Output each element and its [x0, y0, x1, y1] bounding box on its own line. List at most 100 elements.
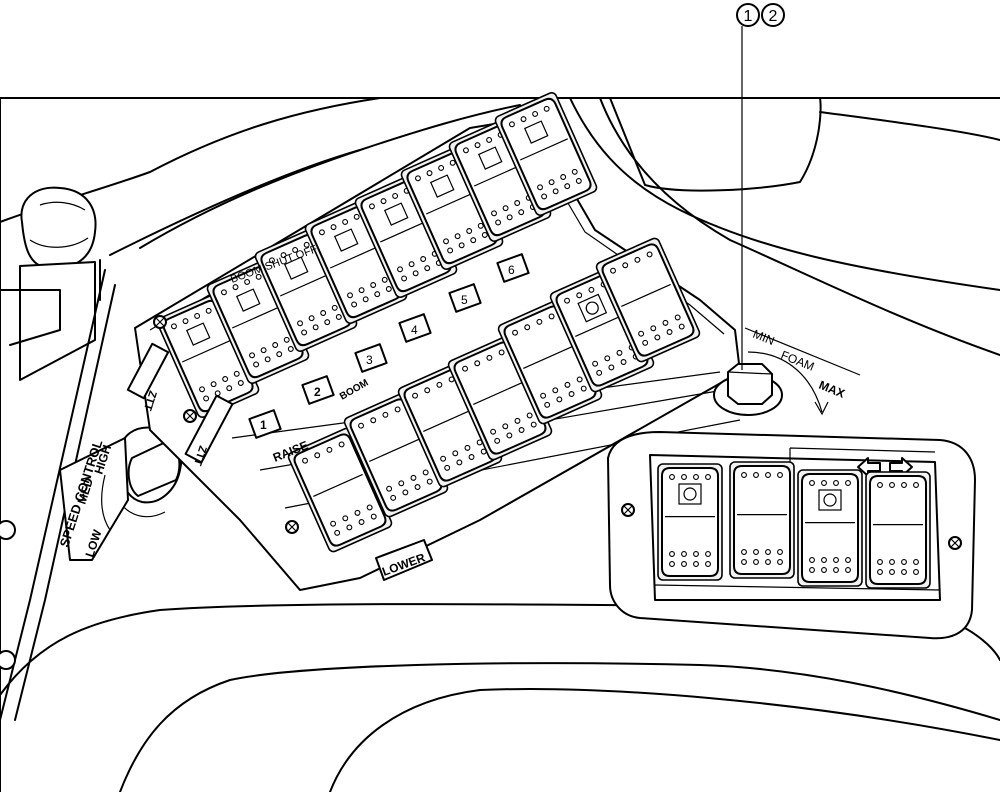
left-rail: [0, 269, 106, 721]
switch-indicator-dot: [604, 355, 611, 362]
switch-indicator-dot: [426, 170, 433, 177]
switch-indicator-dot: [556, 396, 563, 403]
switch-indicator-dot: [438, 165, 445, 171]
switch-indicator-dot: [506, 432, 513, 439]
rocker-switch[interactable]: [497, 299, 603, 425]
switch-indicator-dot: [319, 229, 325, 236]
switch-indicator-dot: [249, 352, 255, 359]
switch-indicator-dot: [705, 561, 711, 567]
switch-indicator-dot: [541, 193, 548, 200]
rocker-switch[interactable]: [254, 227, 358, 353]
switch-indicator-dot: [537, 184, 543, 191]
switch-indicator-dot: [650, 325, 657, 332]
switch-indicator-dot: [913, 559, 919, 565]
switch-number-2: 2: [314, 385, 321, 399]
switch-indicator-dot: [402, 489, 409, 496]
switch-indicator-dot: [452, 450, 459, 457]
switch-indicator-dot: [646, 251, 653, 258]
switch-indicator-dot: [564, 183, 571, 190]
switch-indicator-dot: [809, 480, 815, 486]
switch-indicator-dot: [456, 459, 463, 466]
console-contour: [609, 97, 822, 192]
foam-knob[interactable]: [713, 363, 783, 416]
rocker-switch[interactable]: [287, 427, 393, 553]
switch-symbol-icon: [333, 228, 359, 252]
switch-indicator-dot: [301, 329, 308, 336]
switch-indicator-dot: [214, 390, 221, 397]
switch-indicator-dot: [394, 406, 401, 413]
switch-indicator-dot: [463, 147, 469, 154]
rocker-switch[interactable]: [797, 469, 863, 587]
rocker-switch[interactable]: [397, 362, 503, 488]
rocker-switch[interactable]: [304, 199, 408, 325]
switch-indicator-dot: [237, 380, 244, 386]
switch-symbol-icon: [429, 174, 455, 198]
switch-indicator-dot: [580, 385, 587, 392]
rocker-switch[interactable]: [354, 173, 458, 299]
switch-indicator-dot: [877, 559, 883, 565]
rocker-switch[interactable]: [494, 91, 598, 217]
rocker-switch[interactable]: [657, 463, 723, 581]
switch-indicator-dot: [297, 320, 303, 327]
switch-indicator-dot: [833, 480, 839, 486]
switch-indicator-dot: [845, 557, 851, 563]
switch-indicator-dot: [412, 392, 419, 399]
switch-indicator-dot: [877, 482, 883, 488]
switch-indicator-dot: [320, 310, 327, 316]
switch-indicator-dot: [753, 549, 759, 555]
switch-indicator-dot: [821, 480, 827, 486]
rail-bolt: [0, 650, 16, 670]
right-switch-row: [657, 461, 931, 589]
switch-indicator-dot: [548, 313, 555, 320]
switch-indicator-dot: [552, 188, 559, 195]
switch-indicator-dot: [351, 301, 358, 308]
switch-indicator-dot: [669, 561, 675, 567]
switch-indicator-dot: [512, 329, 519, 336]
rocker-switch[interactable]: [865, 471, 931, 589]
switch-indicator-dot: [233, 370, 240, 377]
switch-indicator-dot: [362, 296, 369, 303]
switch-indicator-dot: [777, 472, 783, 478]
rocker-switch[interactable]: [729, 461, 795, 579]
switch-indicator-dot: [370, 282, 377, 288]
switch-indicator-dot: [264, 356, 271, 363]
switch-indicator-dot: [424, 387, 431, 394]
switch-number-3: 3: [366, 353, 373, 367]
switch-indicator-dot: [382, 411, 389, 418]
console-contour: [599, 97, 1000, 356]
switch-indicator-dot: [292, 247, 299, 253]
switch-indicator-dot: [491, 210, 497, 217]
switch-indicator-dot: [622, 262, 629, 269]
switch-indicator-dot: [260, 347, 267, 354]
switch-indicator-dot: [330, 520, 337, 527]
switch-indicator-dot: [620, 359, 627, 365]
switch-indicator-dot: [901, 559, 907, 565]
switch-indicator-dot: [302, 457, 309, 464]
switch-indicator-dot: [468, 454, 475, 460]
switch-number-1: 1: [260, 418, 267, 432]
switch-indicator-dot: [913, 482, 919, 488]
joystick-lever: [0, 186, 101, 381]
switch-indicator-dot: [568, 391, 575, 397]
switch-indicator-dot: [548, 179, 555, 186]
plate-screw: [183, 409, 197, 423]
switch-symbol-icon: [577, 293, 608, 323]
console-contour: [119, 662, 1000, 793]
switch-indicator-dot: [272, 342, 279, 348]
switch-symbol-icon: [523, 120, 549, 144]
switch-indicator-dot: [331, 304, 338, 311]
switch-indicator-dot: [444, 464, 451, 471]
switch-number-5: 5: [461, 293, 468, 307]
switch-indicator-dot: [380, 198, 387, 205]
rocker-switch[interactable]: [206, 259, 310, 385]
left-rail: [14, 284, 116, 721]
switch-indicator-dot: [369, 203, 375, 210]
rocker-switch[interactable]: [595, 237, 701, 363]
console-contour: [329, 688, 1000, 793]
switch-indicator-dot: [346, 524, 353, 531]
rocker-switch[interactable]: [448, 117, 552, 243]
svg-text:1: 1: [744, 8, 753, 25]
switch-indicator-dot: [354, 509, 361, 516]
switch-indicator-dot: [741, 549, 747, 555]
